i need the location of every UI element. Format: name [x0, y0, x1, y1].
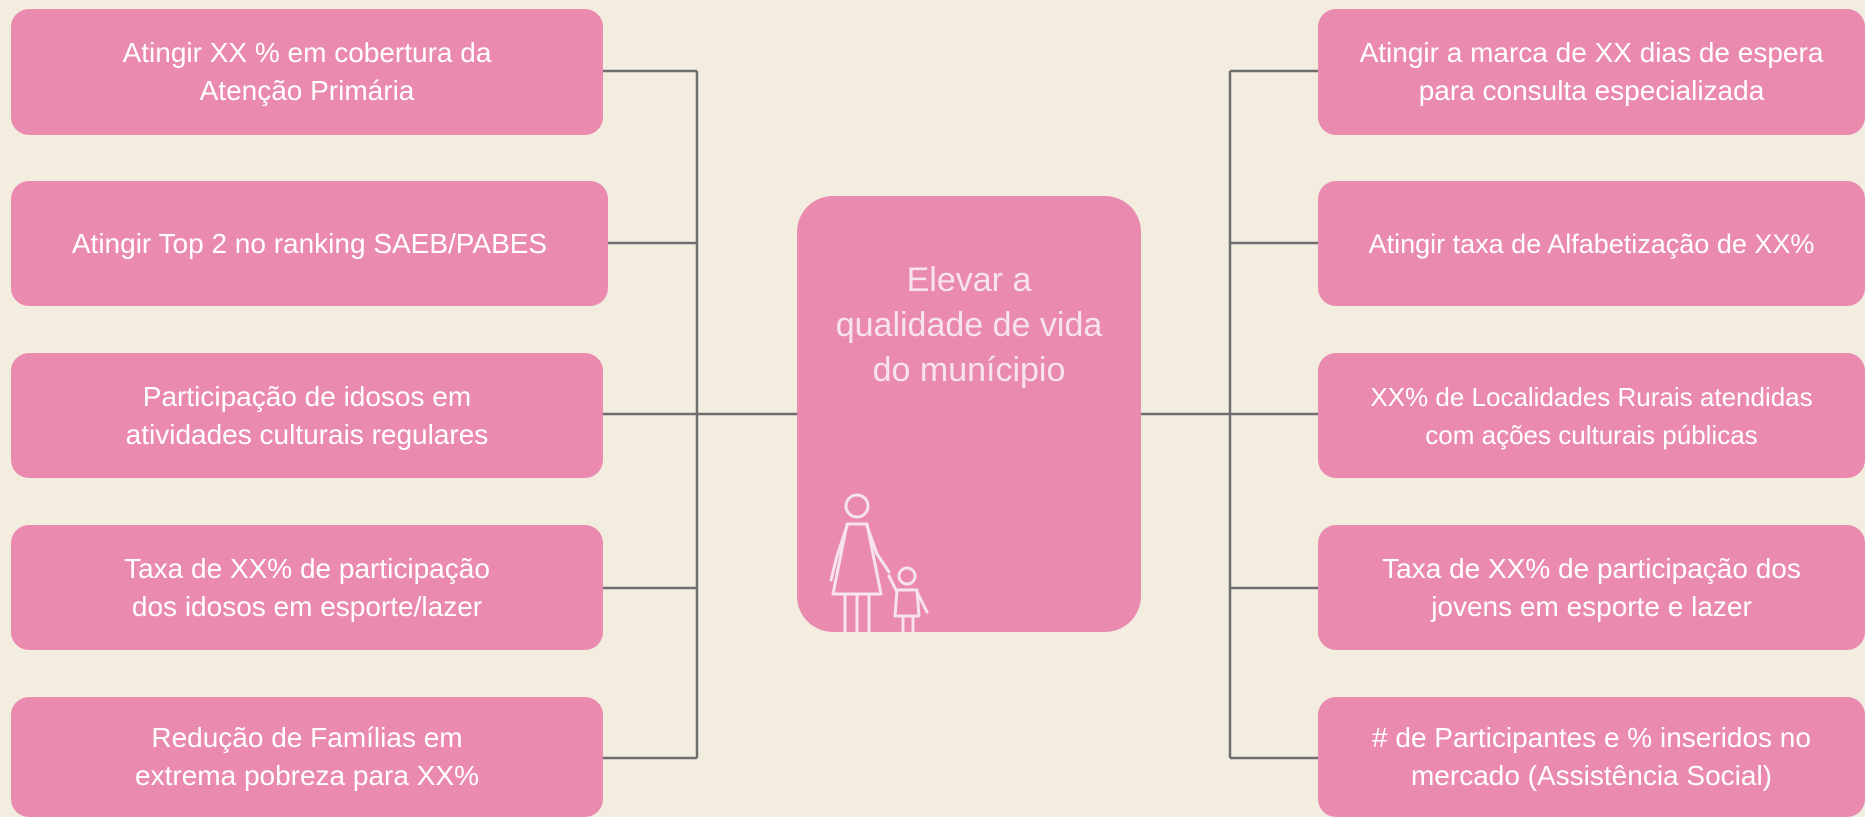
central-goal-line-3: do munícipio — [872, 351, 1066, 389]
right-goal-2-line-1: Atingir taxa de Alfabetização de XX% — [1368, 228, 1815, 259]
right-goal-4-line-1: Taxa de XX% de participação dos — [1382, 552, 1801, 584]
central-goal-line-2: qualidade de vida — [835, 306, 1103, 344]
right-goal-5-line-1: # de Participantes e % inseridos no — [1372, 722, 1811, 753]
left-goal-box-4: Taxa de XX% de participação dos idosos e… — [11, 525, 603, 650]
left-goal-5-line-2: extrema pobreza para XX% — [135, 760, 479, 791]
right-goal-box-1: Atingir a marca de XX dias de espera par… — [1318, 9, 1865, 135]
right-goal-box-2: Atingir taxa de Alfabetização de XX% — [1318, 181, 1865, 306]
left-goal-5-line-1: Redução de Famílias em — [151, 722, 463, 753]
central-goal-box: Elevar a qualidade de vida do munícipio — [797, 196, 1141, 632]
left-goal-2-line-1: Atingir Top 2 no ranking SAEB/PABES — [71, 227, 548, 259]
right-goal-5-line-2: mercado (Assistência Social) — [1410, 760, 1772, 791]
right-goal-box-5: # de Participantes e % inseridos no merc… — [1318, 697, 1865, 817]
left-goal-box-3: Participação de idosos em atividades cul… — [11, 353, 603, 478]
left-goal-1-line-2: Atenção Primária — [199, 75, 415, 106]
central-goal-title: Elevar a qualidade de vida do munícipio — [817, 258, 1121, 393]
left-goal-4-line-1: Taxa de XX% de participação — [124, 552, 490, 584]
left-goal-box-2: Atingir Top 2 no ranking SAEB/PABES — [11, 181, 608, 306]
left-goal-4-line-2: dos idosos em esporte/lazer — [131, 590, 483, 622]
right-goal-4-line-2: jovens em esporte e lazer — [1431, 590, 1752, 622]
left-goal-1-line-1: Atingir XX % em cobertura da — [122, 37, 492, 68]
left-goal-box-5: Redução de Famílias em extrema pobreza p… — [11, 697, 603, 817]
central-goal-line-1: Elevar a — [906, 261, 1032, 299]
right-goal-1-line-1: Atingir a marca de XX dias de espera — [1359, 37, 1824, 68]
left-goal-box-1: Atingir XX % em cobertura da Atenção Pri… — [11, 9, 603, 135]
right-goal-box-4: Taxa de XX% de participação dos jovens e… — [1318, 525, 1865, 650]
right-goal-3-line-1: XX% de Localidades Rurais atendidas — [1370, 381, 1813, 412]
left-goal-3-line-2: atividades culturais regulares — [125, 418, 489, 450]
right-goal-box-3: XX% de Localidades Rurais atendidas com … — [1318, 353, 1865, 478]
right-goal-3-line-2: com ações culturais públicas — [1425, 419, 1758, 450]
right-goal-1-line-2: para consulta especializada — [1418, 75, 1765, 106]
family-icon — [829, 493, 929, 632]
left-goal-3-line-1: Participação de idosos em — [142, 380, 472, 412]
